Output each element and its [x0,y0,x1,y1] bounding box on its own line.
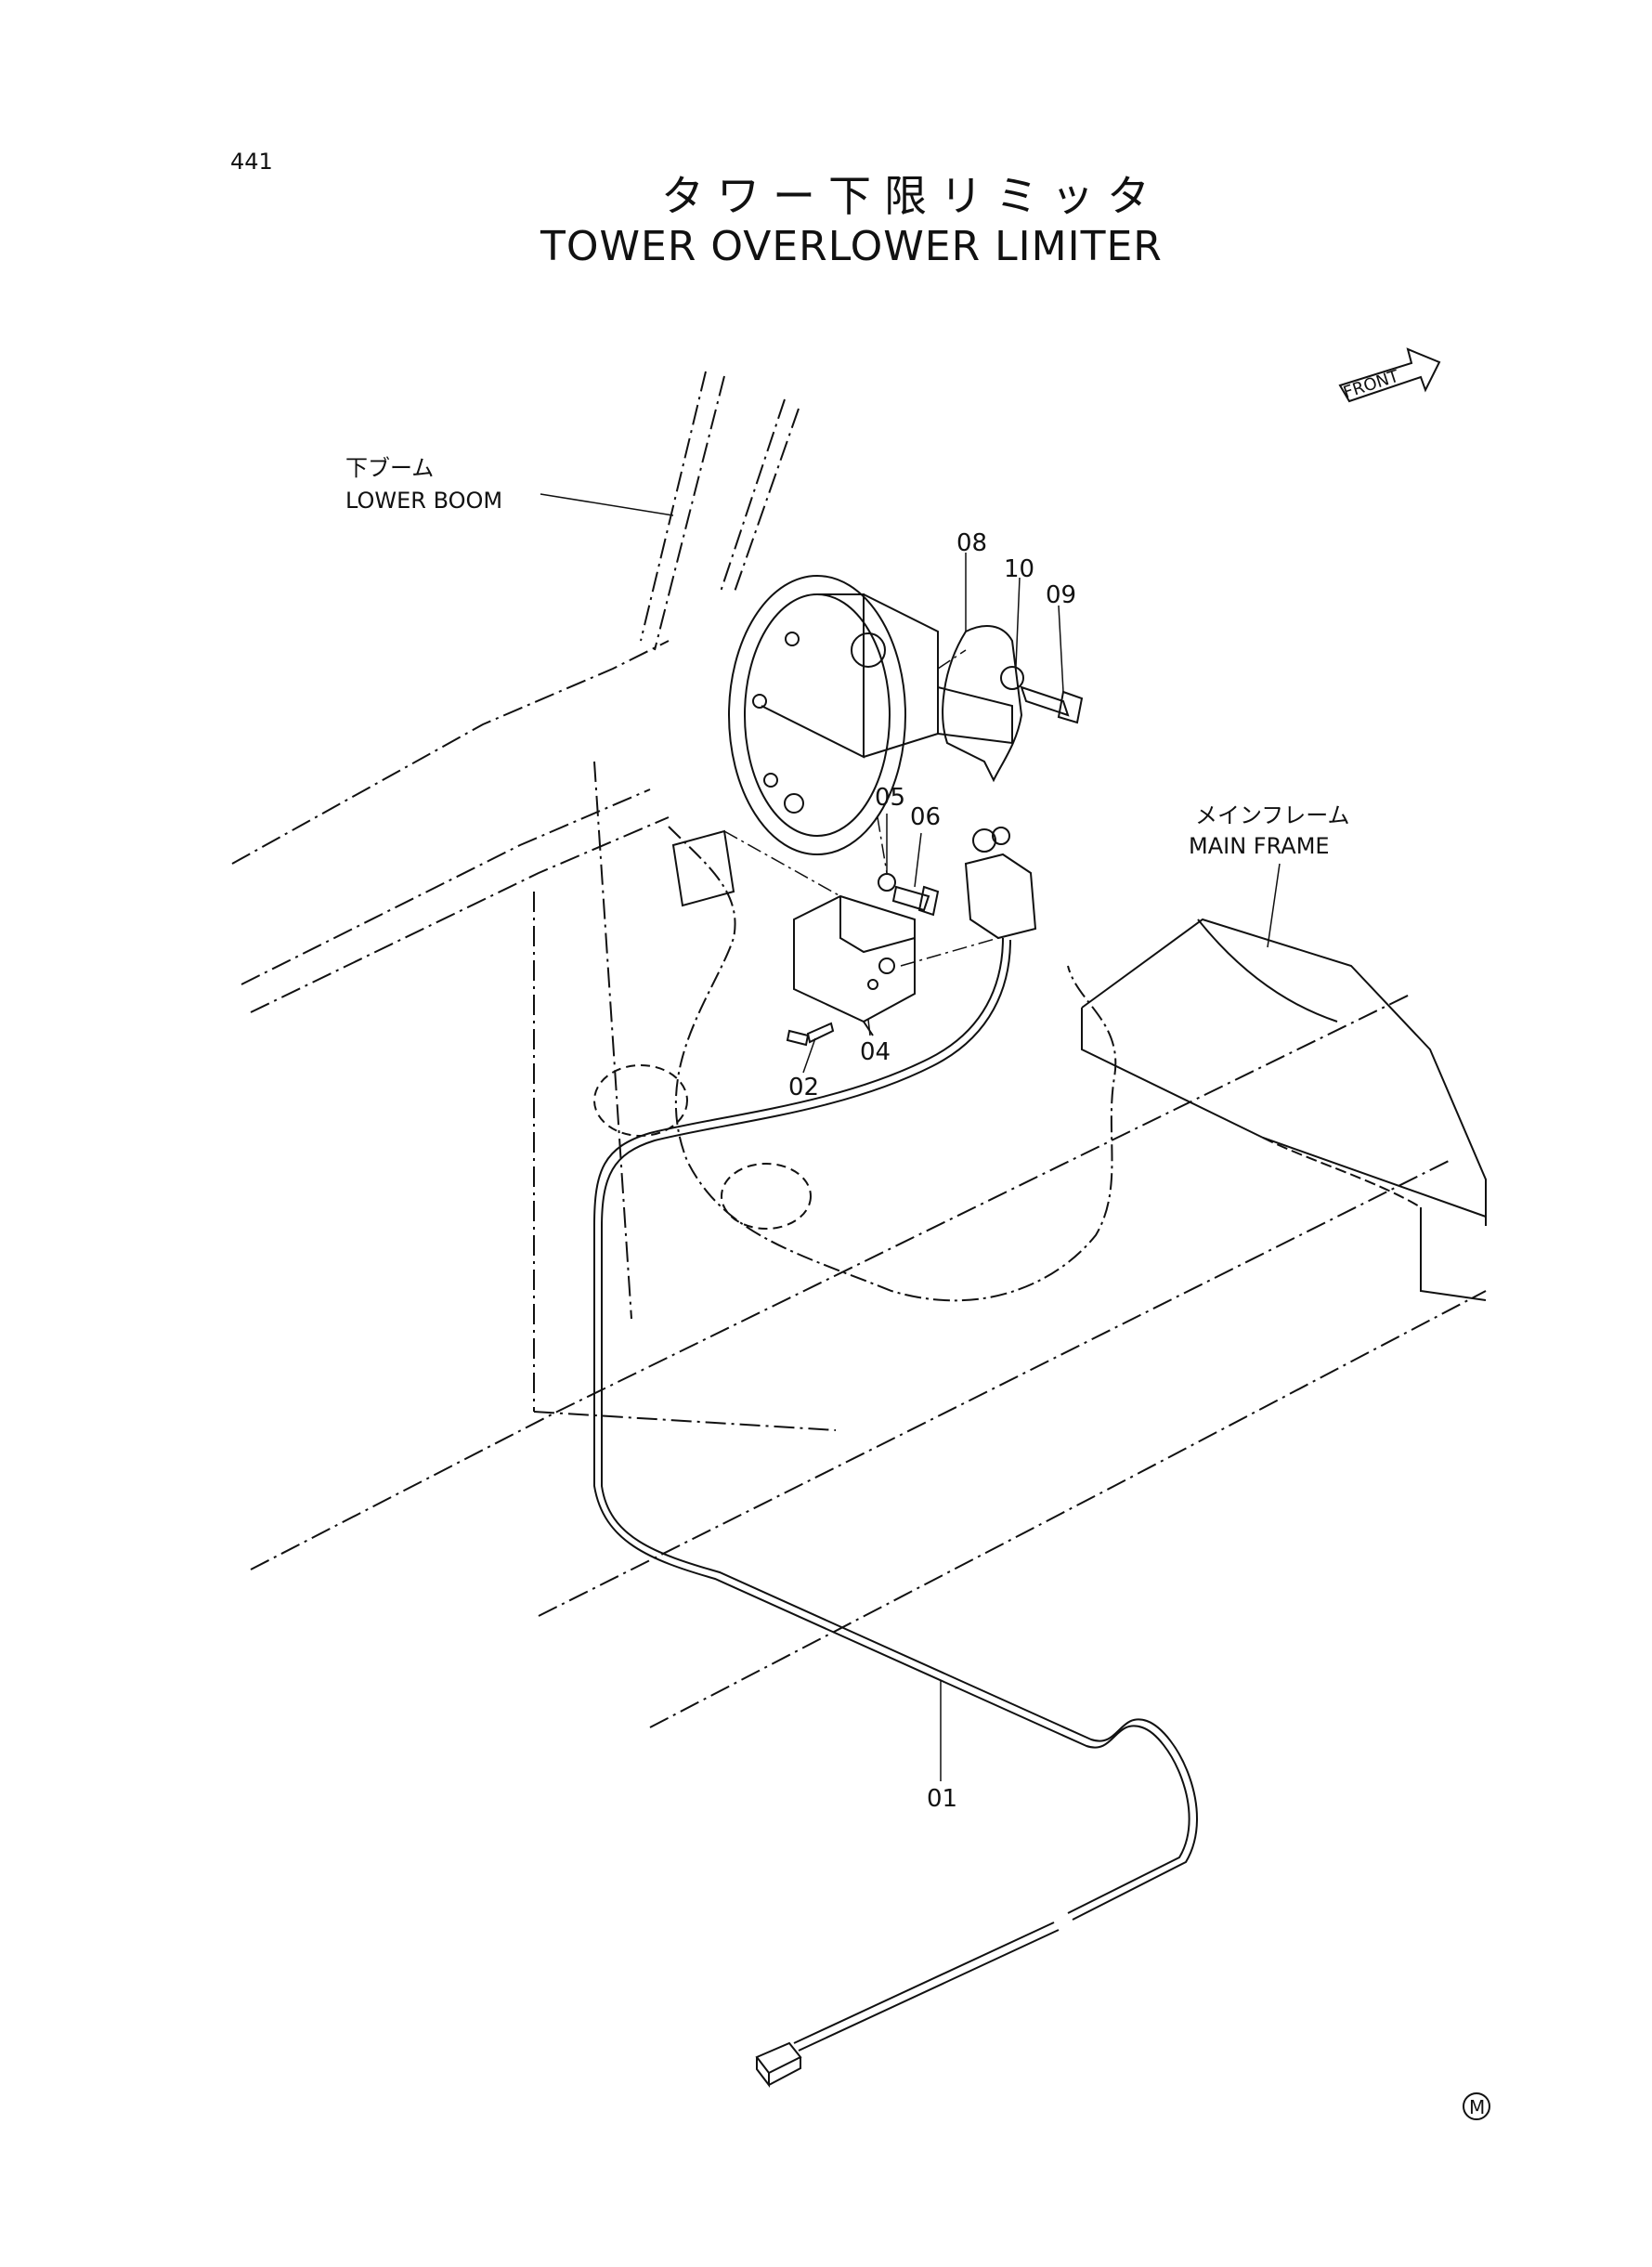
bolt-06 [891,885,940,917]
bracket-04 [793,894,916,1036]
exploded-guide-lines [723,649,999,967]
lower-boom-outline [231,371,1487,1728]
bolt-09 [1020,685,1084,724]
label-lower-boom-jp: 下ブーム [345,455,435,481]
bolt-02 [786,1022,835,1047]
m-mark-letter: M [1469,2096,1485,2118]
limit-switch [964,827,1037,940]
part-number-05: 05 [875,784,906,812]
cam-part-08 [937,625,1023,783]
label-lower-boom-en: LOWER BOOM [345,488,503,514]
part-number-08: 08 [956,529,988,557]
washer-10 [1000,666,1024,690]
label-main-frame-jp: メインフレーム [1195,802,1350,828]
boom-pin-hole-upper [593,1064,688,1137]
boom-flange [728,575,939,855]
mount-plate [671,829,735,907]
page-number: 441 [230,149,273,175]
boom-pin-hole-lower [721,1163,812,1230]
washer-05 [878,873,896,892]
leader-lines [540,493,1281,1781]
connector [755,2041,802,2088]
part-number-02: 02 [788,1074,820,1101]
title-english: TOWER OVERLOWER LIMITER [540,223,1163,270]
wire-harness-01 [593,937,1198,2052]
front-arrow-label: FRONT [1341,366,1402,402]
part-number-10: 10 [1004,555,1035,583]
guard-contour [668,826,1117,1302]
front-arrow-icon: FRONT [1338,347,1441,403]
part-number-06: 06 [910,803,942,831]
m-mark-icon [1463,2092,1490,2120]
title-japanese: タワー下限リミッタ [661,171,1163,221]
main-frame-outline [1081,918,1487,1301]
label-main-frame-en: MAIN FRAME [1189,833,1330,859]
part-number-01: 01 [927,1785,958,1813]
part-number-04: 04 [860,1038,891,1066]
part-number-09: 09 [1046,581,1077,609]
